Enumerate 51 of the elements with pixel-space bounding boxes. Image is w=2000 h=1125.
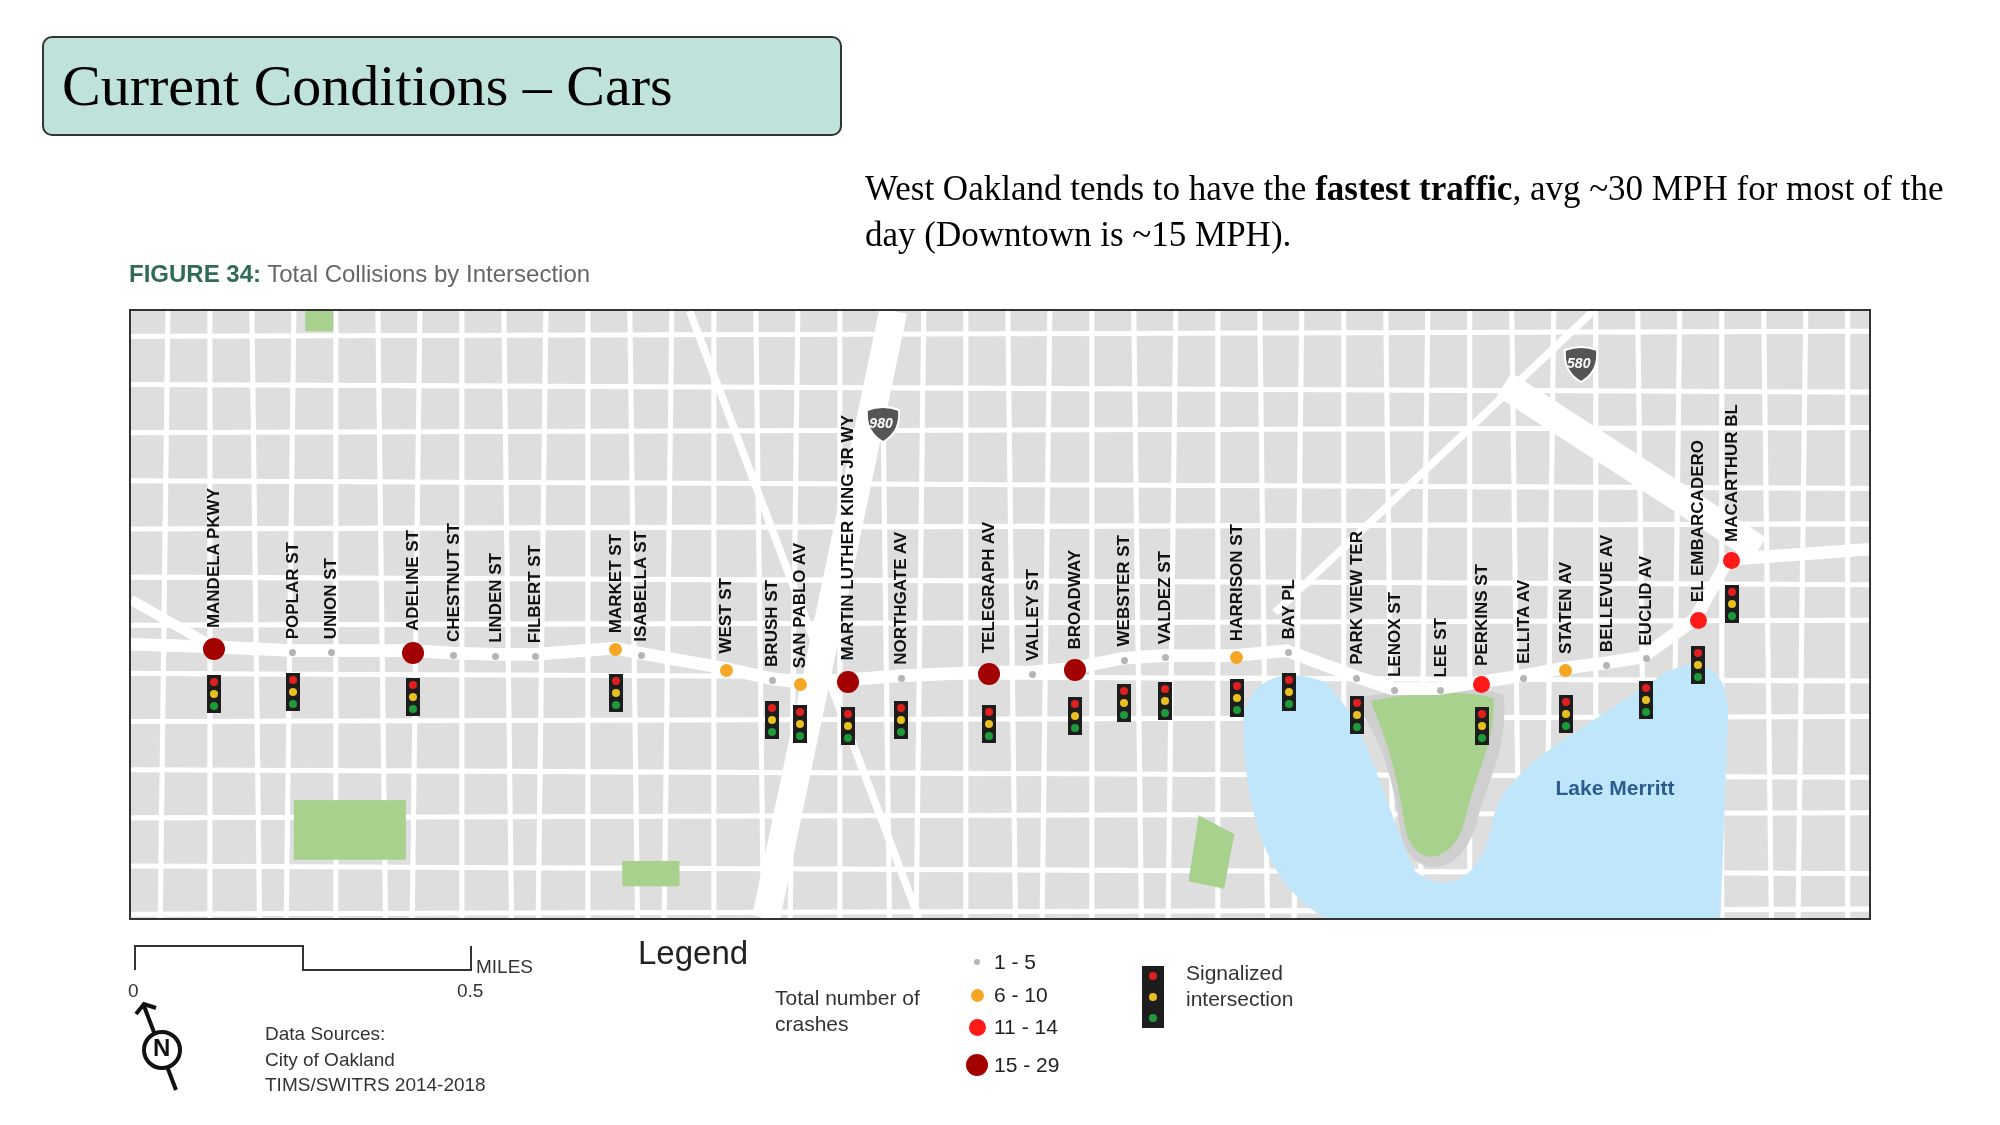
slide-title: Current Conditions – Cars xyxy=(62,57,673,115)
street-name: BELLEVUE AV xyxy=(1597,534,1615,652)
source-note: TIMS/SWITRS 2014-2018 xyxy=(265,1075,486,1094)
street-name: TELEGRAPH AV xyxy=(980,521,998,654)
legend-text: 11 - 14 xyxy=(994,1016,1058,1037)
legend-text: 6 - 10 xyxy=(994,984,1048,1005)
legend-text: 15 - 29 xyxy=(994,1054,1060,1075)
street-name: PERKINS ST xyxy=(1472,563,1490,666)
legend-group-label: Total number of crashes xyxy=(775,985,921,1037)
street-name: LINDEN ST xyxy=(486,553,504,643)
street-name: SAN PABLO AV xyxy=(791,542,809,668)
street-name: VALDEZ ST xyxy=(1156,550,1174,645)
street-name: FILBERT ST xyxy=(526,544,544,643)
street-name: BRUSH ST xyxy=(763,580,781,668)
street-name: CHESTNUT ST xyxy=(444,522,462,642)
figure-caption: FIGURE 34: Total Collisions by Intersection xyxy=(129,259,591,289)
legend-text: 1 - 5 xyxy=(994,951,1037,972)
street-name: HARRISON ST xyxy=(1227,524,1245,642)
street-name: POPLAR ST xyxy=(283,541,301,639)
source-note: City of Oakland xyxy=(265,1050,395,1069)
route-number: 980 xyxy=(869,416,893,431)
street-name: NORTHGATE AV xyxy=(892,531,910,665)
street-name: BROADWAY xyxy=(1065,549,1083,650)
summary-text: West Oakland tends to have the fastest traffic, avg ~30 MPH for most of the day (Downtown is ~15 MPH). xyxy=(865,168,1945,256)
street-name: EL EMBARCADERO xyxy=(1689,440,1707,603)
scale-unit: MILES xyxy=(476,955,534,979)
street-name: PARK VIEW TER xyxy=(1347,530,1365,665)
scale-value: 0 xyxy=(128,979,139,1003)
street-name: MANDELA PKWY xyxy=(204,487,222,628)
street-name: VALLEY ST xyxy=(1023,568,1041,661)
north-letter: N xyxy=(153,1036,171,1060)
route-number: 580 xyxy=(1567,356,1591,371)
legend-text: Signalized intersection xyxy=(1186,960,1295,1012)
street-name: LENOX ST xyxy=(1385,592,1403,678)
street-name: LEE ST xyxy=(1431,617,1449,678)
source-note: Data Sources: xyxy=(265,1024,386,1043)
street-name: BAY PL xyxy=(1279,578,1297,639)
lake-name: Lake Merritt xyxy=(1555,775,1675,802)
scale-value: 0.5 xyxy=(457,979,484,1003)
street-name: UNION ST xyxy=(322,557,340,639)
street-name: ELLITA AV xyxy=(1514,580,1532,665)
street-name: WEBSTER ST xyxy=(1115,535,1133,647)
street-name: ADELINE ST xyxy=(403,530,421,632)
street-name: MARTIN LUTHER KING JR WY xyxy=(838,415,856,661)
legend-heading: Legend xyxy=(638,936,749,969)
street-name: EUCLID AV xyxy=(1637,555,1655,646)
street-name: MARKET ST xyxy=(606,534,624,634)
street-name: ISABELLA ST xyxy=(632,530,649,642)
street-name: STATEN AV xyxy=(1556,561,1574,654)
street-name: WEST ST xyxy=(717,578,735,654)
street-name: MACARTHUR BL xyxy=(1722,404,1740,543)
